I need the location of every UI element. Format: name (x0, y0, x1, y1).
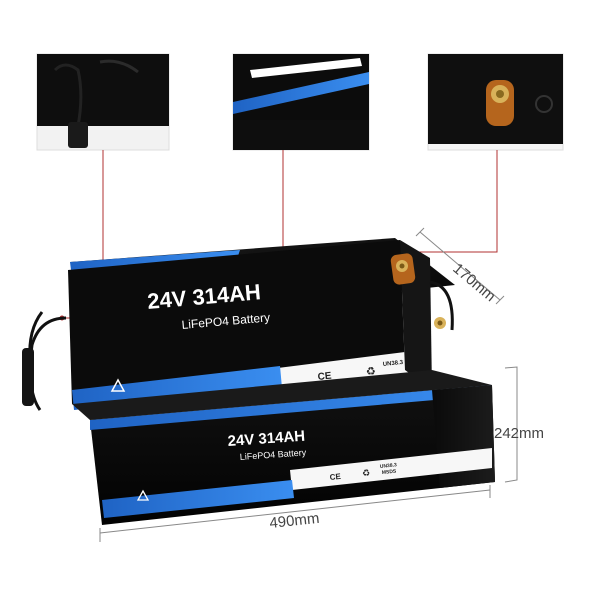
cert-code-top: UN38.3 (383, 360, 405, 368)
msds-front: MSDS (382, 468, 398, 476)
front-subtitle: LiFePO4 Battery (239, 447, 307, 462)
battery (68, 238, 495, 525)
dimension-width: 170mm (449, 260, 498, 305)
ce-mark-top: CE (317, 371, 332, 383)
dimension-length: 490mm (269, 510, 321, 532)
warning-icon-top (110, 378, 126, 392)
ce-mark-front: CE (329, 472, 342, 482)
battery-ledge (72, 370, 492, 420)
inset-handle (36, 53, 170, 151)
inset-label-edge (232, 53, 370, 151)
recycle-icon-front: ♻ (362, 468, 370, 478)
cert-code-front: UN38.3 (380, 462, 398, 470)
handle-left (28, 311, 67, 411)
recycle-icon-top: ♻ (366, 366, 376, 378)
inset-terminal (427, 53, 564, 151)
top-blue-stripe (70, 250, 240, 270)
front-warning-band (102, 480, 294, 518)
handle-right (429, 280, 454, 331)
dimension-lines (99, 227, 518, 542)
front-label-band (290, 448, 492, 490)
dimension-height: 242mm (494, 425, 544, 442)
top-warning-band (72, 366, 282, 410)
handle-grip-left (22, 348, 34, 406)
terminal-negative (434, 317, 446, 329)
warning-icon-front (136, 489, 150, 501)
terminal-positive (390, 253, 416, 285)
front-title: 24V 314AH (227, 428, 306, 450)
front-blue-band (90, 385, 492, 430)
